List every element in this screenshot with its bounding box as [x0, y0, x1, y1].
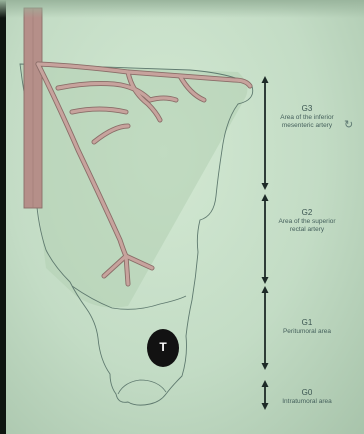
zone-label-g3: G3 Area of the inferior mesenteric arter… — [270, 104, 344, 129]
zone-label-g2: G2 Area of the superior rectal artery — [270, 208, 344, 233]
zone-label-g1: G1 Peritumoral area — [270, 318, 344, 336]
zone-code: G3 — [270, 104, 344, 114]
zone-arrows — [262, 76, 269, 410]
zone-arrow-g0 — [262, 380, 269, 410]
zone-arrow-g3 — [262, 76, 269, 190]
zone-code: G0 — [270, 388, 344, 398]
zone-arrow-g1 — [262, 286, 269, 370]
zone-description: Peritumoral area — [270, 328, 344, 336]
zone-description: Area of the inferior mesenteric artery — [270, 114, 344, 129]
zone-description: Intratumoral area — [270, 398, 344, 406]
intratumoral-contour — [118, 380, 166, 394]
zone-code: G1 — [270, 318, 344, 328]
zone-arrow-g2 — [262, 194, 269, 284]
zone-description: Area of the superior rectal artery — [270, 218, 344, 233]
tumor-label: T — [153, 340, 173, 354]
zone-label-g0: G0 Intratumoral area — [270, 388, 344, 406]
zone-code: G2 — [270, 208, 344, 218]
annotation-mark: ↻ — [344, 118, 353, 131]
